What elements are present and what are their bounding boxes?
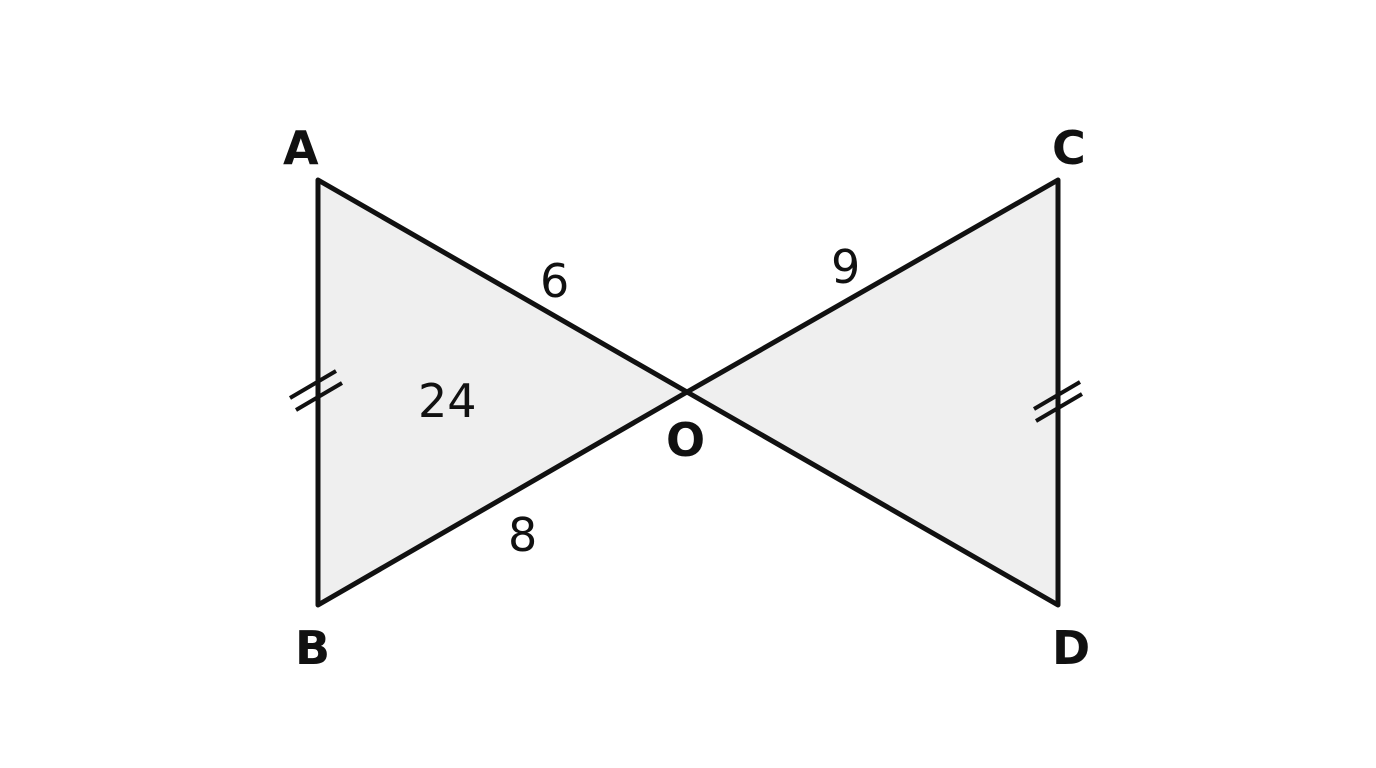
vertex-label-b: B	[295, 621, 330, 675]
area-label-aob: 24	[418, 374, 477, 428]
tick-marks-cd	[1032, 380, 1084, 423]
segment-label-bo: 8	[508, 508, 537, 562]
triangle-aob	[315, 177, 690, 608]
vertex-label-o: O	[666, 413, 705, 467]
tick-marks-ab	[288, 369, 344, 412]
segment-label-ao: 6	[540, 254, 569, 308]
vertex-label-c: C	[1052, 121, 1086, 175]
segment-label-co: 9	[831, 240, 860, 294]
vertex-label-d: D	[1052, 621, 1090, 675]
vertex-label-a: A	[283, 121, 319, 175]
triangle-cod	[684, 177, 1061, 608]
